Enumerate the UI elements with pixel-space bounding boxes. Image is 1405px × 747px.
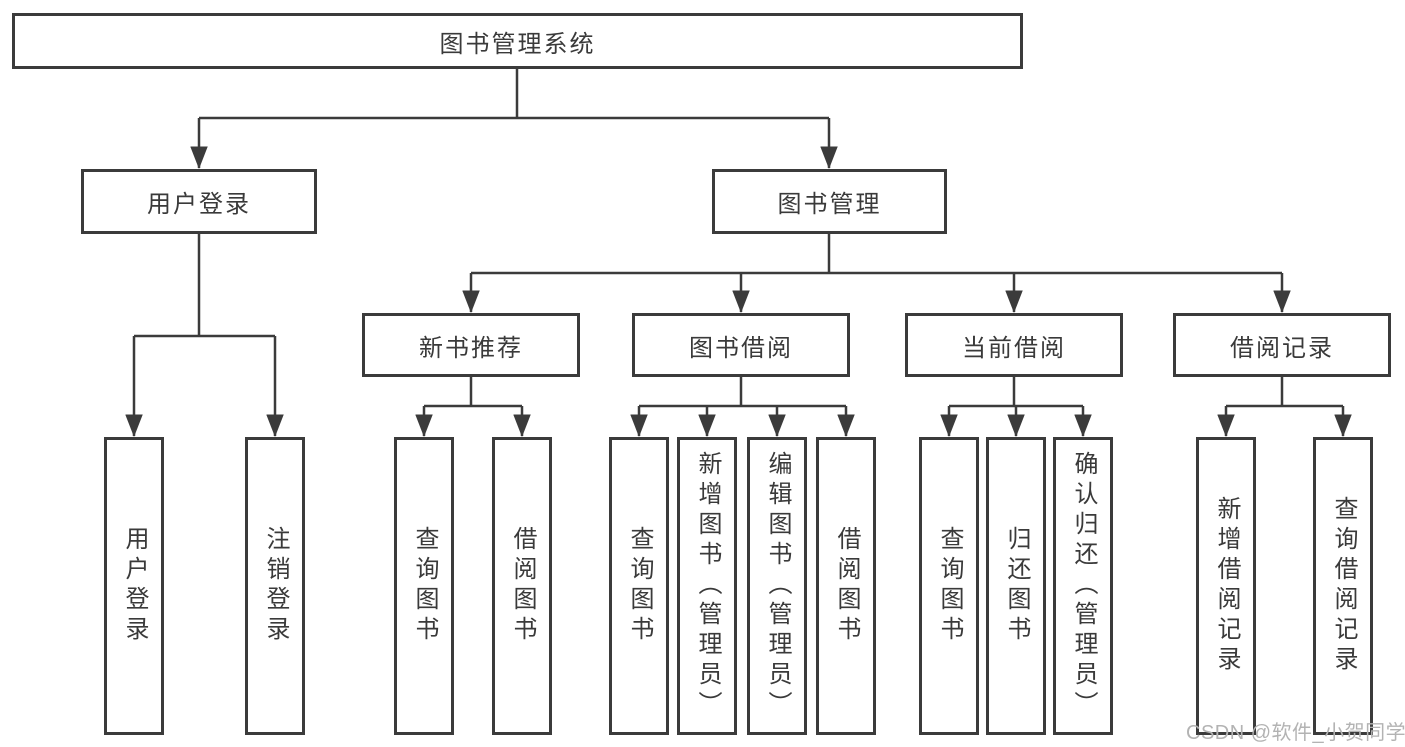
connector-current-borrow-bus [949, 377, 1083, 408]
connector-book-management-bus [471, 234, 1282, 275]
leaf-current-query-books-label: 查询图书 [936, 526, 963, 646]
node-new-book-recommend-label: 新书推荐 [419, 334, 523, 362]
connector-user-login-bus [134, 234, 275, 338]
connector-borrow-records-bus [1226, 377, 1343, 408]
leaf-recommend-query-books: 查询图书 [394, 437, 454, 735]
node-user-login-label: 用户登录 [147, 191, 251, 218]
leaf-recommend-borrow-books-label: 借阅图书 [509, 526, 536, 646]
leaf-user-login: 用户登录 [104, 437, 164, 735]
leaf-edit-books-admin-label: 编辑图书（管理员） [764, 451, 791, 721]
leaf-add-borrow-record: 新增借阅记录 [1196, 437, 1256, 735]
connector-book-borrow-bus [639, 377, 846, 408]
leaf-borrow-books: 借阅图书 [816, 437, 876, 735]
node-book-borrow-label: 图书借阅 [689, 334, 793, 362]
leaf-user-login-label: 用户登录 [121, 526, 148, 646]
leaf-query-borrow-record-label: 查询借阅记录 [1330, 496, 1357, 676]
node-current-borrow-label: 当前借阅 [962, 334, 1066, 362]
node-book-borrow: 图书借阅 [632, 313, 850, 377]
leaf-confirm-return-admin-label: 确认归还（管理员） [1070, 451, 1097, 721]
node-borrow-records-label: 借阅记录 [1230, 334, 1334, 362]
leaf-return-books: 归还图书 [986, 437, 1046, 735]
node-new-book-recommend: 新书推荐 [362, 313, 580, 377]
leaf-logout-login-label: 注销登录 [262, 526, 289, 646]
leaf-borrow-books-label: 借阅图书 [833, 526, 860, 646]
leaf-recommend-query-books-label: 查询图书 [411, 526, 438, 646]
leaf-edit-books-admin: 编辑图书（管理员） [747, 437, 807, 735]
leaf-current-query-books: 查询图书 [919, 437, 979, 735]
leaf-return-books-label: 归还图书 [1003, 526, 1030, 646]
leaf-add-borrow-record-label: 新增借阅记录 [1213, 496, 1240, 676]
csdn-watermark: CSDN @软件_小贺同学 [1186, 722, 1405, 744]
connector-root-bus [199, 69, 829, 120]
node-user-login: 用户登录 [81, 169, 317, 234]
leaf-add-books-admin: 新增图书（管理员） [677, 437, 737, 735]
leaf-add-books-admin-label: 新增图书（管理员） [694, 451, 721, 721]
leaf-borrow-query-books: 查询图书 [609, 437, 669, 735]
node-borrow-records: 借阅记录 [1173, 313, 1391, 377]
leaf-confirm-return-admin: 确认归还（管理员） [1053, 437, 1113, 735]
node-current-borrow: 当前借阅 [905, 313, 1123, 377]
leaf-logout-login: 注销登录 [245, 437, 305, 735]
node-library-system: 图书管理系统 [12, 13, 1023, 69]
leaf-recommend-borrow-books: 借阅图书 [492, 437, 552, 735]
node-library-system-label: 图书管理系统 [439, 30, 596, 58]
leaf-borrow-query-books-label: 查询图书 [626, 526, 653, 646]
connector-new-book-recommend-bus [424, 377, 522, 408]
leaf-query-borrow-record: 查询借阅记录 [1313, 437, 1373, 735]
node-book-management: 图书管理 [712, 169, 947, 234]
node-book-management-label: 图书管理 [777, 191, 882, 218]
